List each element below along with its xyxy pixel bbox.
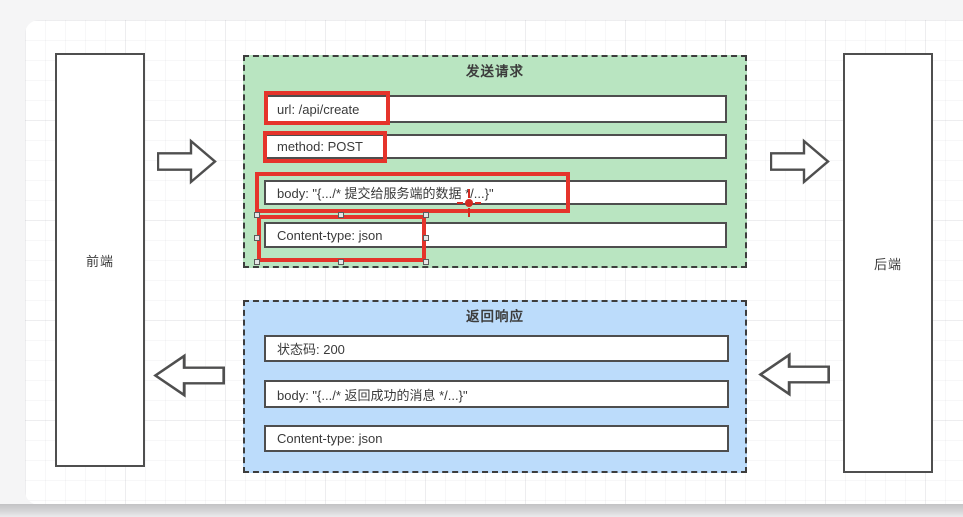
arrow-request-to-backend-icon[interactable] [770,138,830,185]
response-row-status[interactable]: 状态码: 200 [264,335,729,362]
frontend-label: 前端 [85,253,114,269]
highlight-rect-url[interactable] [264,91,390,125]
request-row-content-type-text: Content-type: json [277,227,383,243]
request-group-title: 发送请求 [466,64,524,79]
highlight-rect-method[interactable] [263,131,387,163]
selection-handle-top-middle[interactable] [338,212,344,218]
request-row-url-text: url: /api/create [277,101,360,117]
selection-handle-top-right[interactable] [423,212,429,218]
highlight-rect-content-type[interactable] [257,215,426,262]
backend-label: 后端 [873,256,902,272]
request-row-body-text: body: "{.../* 提交给服务端的数据 */...}" [277,186,494,201]
window-bottom-shadow [0,504,963,517]
drawing-canvas[interactable]: 前端 后端 发送请求 url: /api/create method: POST… [25,20,963,505]
response-group[interactable]: 返回响应 状态码: 200 body: "{.../* 返回成功的消息 */..… [243,300,747,473]
response-row-content-type-text: Content-type: json [277,431,383,446]
response-row-status-text: 状态码: 200 [277,342,345,357]
arrow-response-to-frontend-icon[interactable] [153,353,225,398]
selection-handle-bottom-middle[interactable] [338,259,344,265]
selection-handle-bottom-right[interactable] [423,259,429,265]
highlight-rect-body[interactable] [255,172,570,213]
frontend-node[interactable]: 前端 [55,53,145,467]
response-group-title: 返回响应 [466,309,524,324]
arrow-backend-to-response-icon[interactable] [758,352,830,397]
crosshair-marker-icon [457,202,463,204]
crosshair-marker-icon[interactable] [468,189,470,198]
arrow-frontend-to-request-icon[interactable] [157,138,217,185]
request-row-url[interactable]: url: /api/create [264,95,727,123]
response-row-body-text: body: "{.../* 返回成功的消息 */...}" [277,387,468,403]
request-row-content-type[interactable]: Content-type: json [264,222,727,248]
response-row-content-type[interactable]: Content-type: json [264,425,729,452]
request-group[interactable]: 发送请求 url: /api/create method: POST body:… [243,55,747,268]
backend-node[interactable]: 后端 [843,53,933,473]
response-row-body[interactable]: body: "{.../* 返回成功的消息 */...}" [264,380,729,408]
crosshair-marker-icon [475,202,481,204]
request-row-method[interactable]: method: POST [264,134,727,159]
request-row-body[interactable]: body: "{.../* 提交给服务端的数据 */...}" [264,180,727,205]
request-row-method-text: method: POST [277,139,363,154]
selection-handle-bottom-left[interactable] [254,259,260,265]
crosshair-marker-icon [468,208,470,217]
selection-handle-middle-right[interactable] [423,235,429,241]
selection-handle-middle-left[interactable] [254,235,260,241]
crosshair-marker-dot-icon[interactable] [465,199,473,207]
selection-handle-top-left[interactable] [254,212,260,218]
